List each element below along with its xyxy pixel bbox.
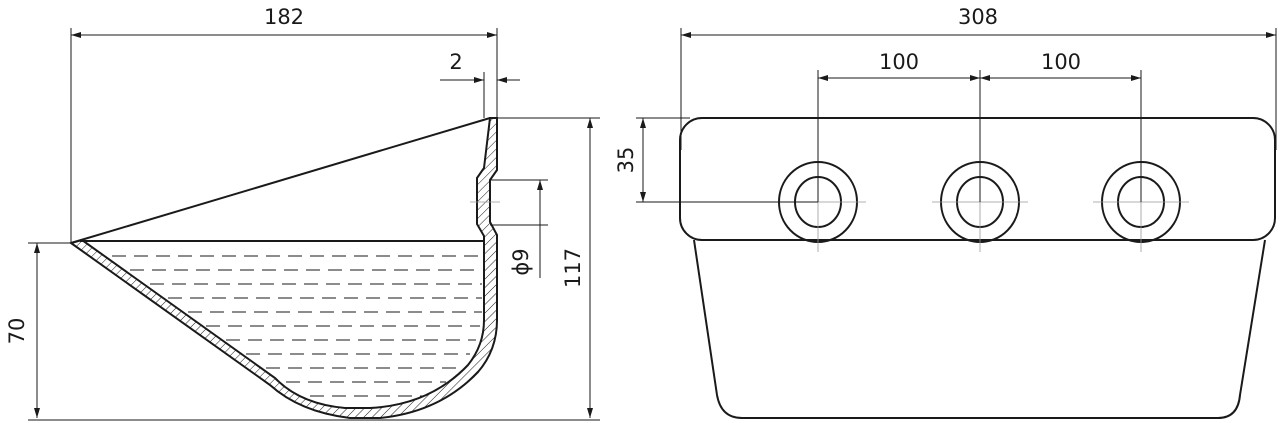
- dim-thickness-2: 2: [449, 50, 462, 74]
- bucket-body: [693, 239, 1266, 419]
- front-view: 308 100 100 35: [614, 5, 1277, 419]
- dim-height-117: 117: [561, 248, 585, 288]
- dim-width-182: 182: [264, 5, 304, 29]
- side-view: 182 2 ϕ9 117 70: [5, 5, 600, 421]
- bucket-top-slope: [70, 117, 491, 244]
- dim-pitch-left: 100: [879, 50, 919, 74]
- bucket-shell-section: [68, 117, 498, 419]
- mounting-flange: [679, 117, 1276, 241]
- dim-pitch-right: 100: [1041, 50, 1081, 74]
- bulk-material-fill: [112, 255, 482, 397]
- dim-hole-diameter: ϕ9: [509, 248, 533, 275]
- dim-hole-height-35: 35: [614, 147, 638, 174]
- dim-total-width-308: 308: [958, 5, 998, 29]
- dim-lip-height-70: 70: [5, 318, 29, 345]
